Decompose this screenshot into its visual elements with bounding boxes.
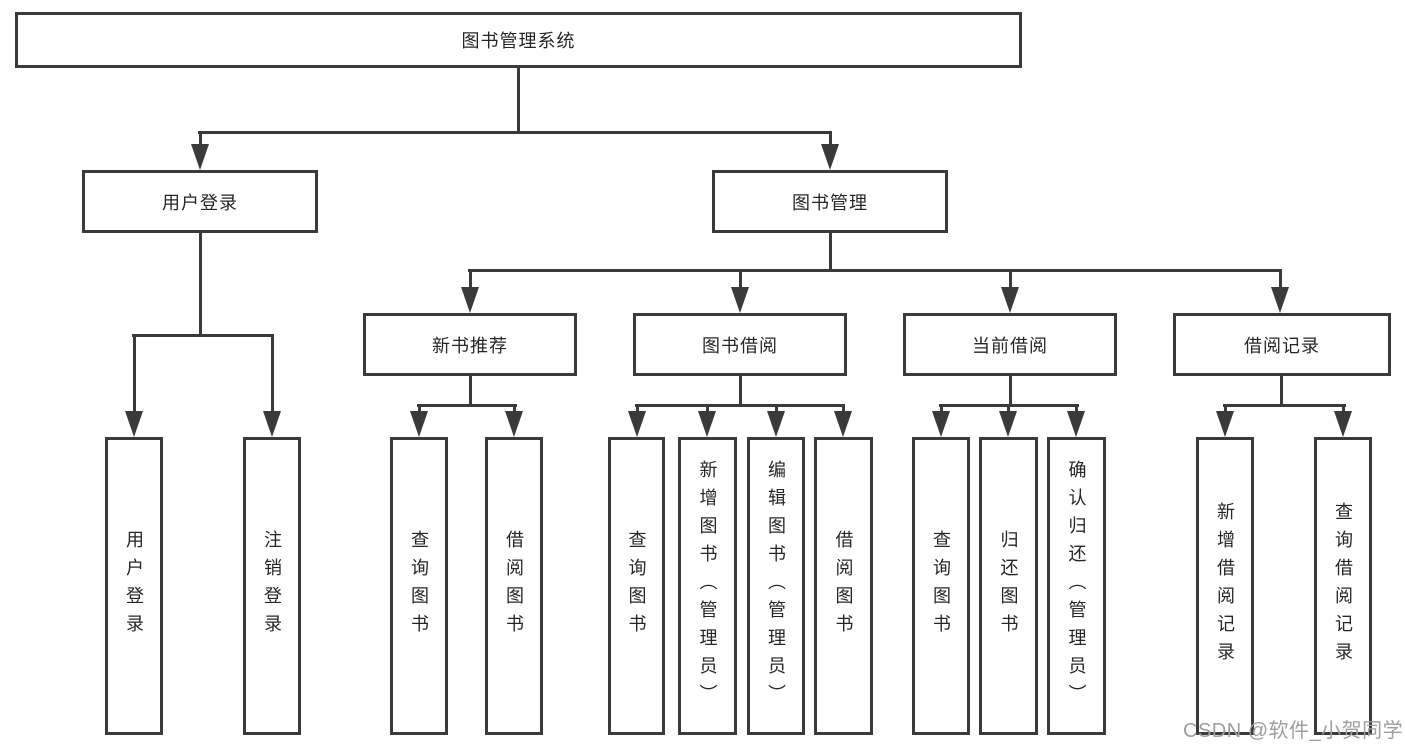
arrow-head bbox=[731, 287, 749, 313]
arrow-head bbox=[1067, 411, 1085, 437]
node-borrowing-records: 借阅记录 bbox=[1173, 313, 1391, 376]
arrow-head bbox=[834, 411, 852, 437]
csdn-watermark: CSDN @软件_小贺同学 bbox=[1183, 720, 1404, 742]
connector-line bbox=[1223, 404, 1346, 407]
connector-line bbox=[132, 334, 274, 337]
arrow-head bbox=[461, 287, 479, 313]
node-new-book-recommendation: 新书推荐 bbox=[363, 313, 577, 376]
arrow-head bbox=[821, 144, 839, 170]
arrow-head bbox=[698, 411, 716, 437]
arrow-head bbox=[1001, 287, 1019, 313]
node-current-borrowing: 当前借阅 bbox=[903, 313, 1117, 376]
connector-line bbox=[469, 269, 472, 291]
connector-line bbox=[739, 269, 742, 291]
connector-line bbox=[635, 404, 845, 407]
leaf-borrow-edit-books-admin: 编辑图书（管理员） bbox=[747, 437, 805, 735]
connector-line bbox=[1009, 269, 1012, 291]
connector-line bbox=[1009, 376, 1012, 407]
arrow-head bbox=[191, 144, 209, 170]
leaf-logout: 注销登录 bbox=[243, 437, 301, 735]
connector-line bbox=[829, 233, 832, 271]
leaf-user-login: 用户登录 bbox=[105, 437, 163, 735]
connector-line bbox=[468, 269, 1282, 272]
arrow-head bbox=[1334, 411, 1352, 437]
connector-line bbox=[417, 404, 517, 407]
leaf-current-return-books: 归还图书 bbox=[979, 437, 1038, 735]
arrow-head bbox=[125, 411, 143, 437]
arrow-head bbox=[410, 411, 428, 437]
arrow-head bbox=[767, 411, 785, 437]
node-book-management: 图书管理 bbox=[712, 170, 948, 233]
connector-line bbox=[1279, 269, 1282, 291]
connector-line bbox=[469, 376, 472, 407]
connector-line bbox=[1280, 376, 1283, 407]
connector-line bbox=[739, 376, 742, 407]
connector-line bbox=[517, 68, 520, 134]
connector-line bbox=[133, 334, 136, 416]
connector-line bbox=[199, 233, 202, 336]
arrow-head bbox=[1271, 287, 1289, 313]
leaf-records-add-record: 新增借阅记录 bbox=[1196, 437, 1254, 735]
connector-line bbox=[829, 131, 832, 148]
node-root-library-system: 图书管理系统 bbox=[15, 12, 1022, 68]
arrow-head bbox=[263, 411, 281, 437]
arrow-head bbox=[932, 411, 950, 437]
leaf-borrow-query-books: 查询图书 bbox=[608, 437, 665, 735]
arrow-head bbox=[505, 411, 523, 437]
connector-line bbox=[271, 334, 274, 416]
leaf-recommend-borrow-books: 借阅图书 bbox=[485, 437, 543, 735]
leaf-borrow-borrow-books: 借阅图书 bbox=[814, 437, 873, 735]
arrow-head bbox=[628, 411, 646, 437]
leaf-current-confirm-return-admin: 确认归还（管理员） bbox=[1047, 437, 1106, 735]
leaf-borrow-add-books-admin: 新增图书（管理员） bbox=[678, 437, 737, 735]
leaf-records-query-record: 查询借阅记录 bbox=[1314, 437, 1372, 735]
connector-line bbox=[198, 131, 832, 134]
node-user-login: 用户登录 bbox=[82, 170, 318, 233]
node-book-borrowing: 图书借阅 bbox=[633, 313, 847, 376]
arrow-head bbox=[1216, 411, 1234, 437]
arrow-head bbox=[999, 411, 1017, 437]
connector-line bbox=[199, 131, 202, 148]
leaf-current-query-books: 查询图书 bbox=[912, 437, 970, 735]
leaf-recommend-query-books: 查询图书 bbox=[390, 437, 448, 735]
